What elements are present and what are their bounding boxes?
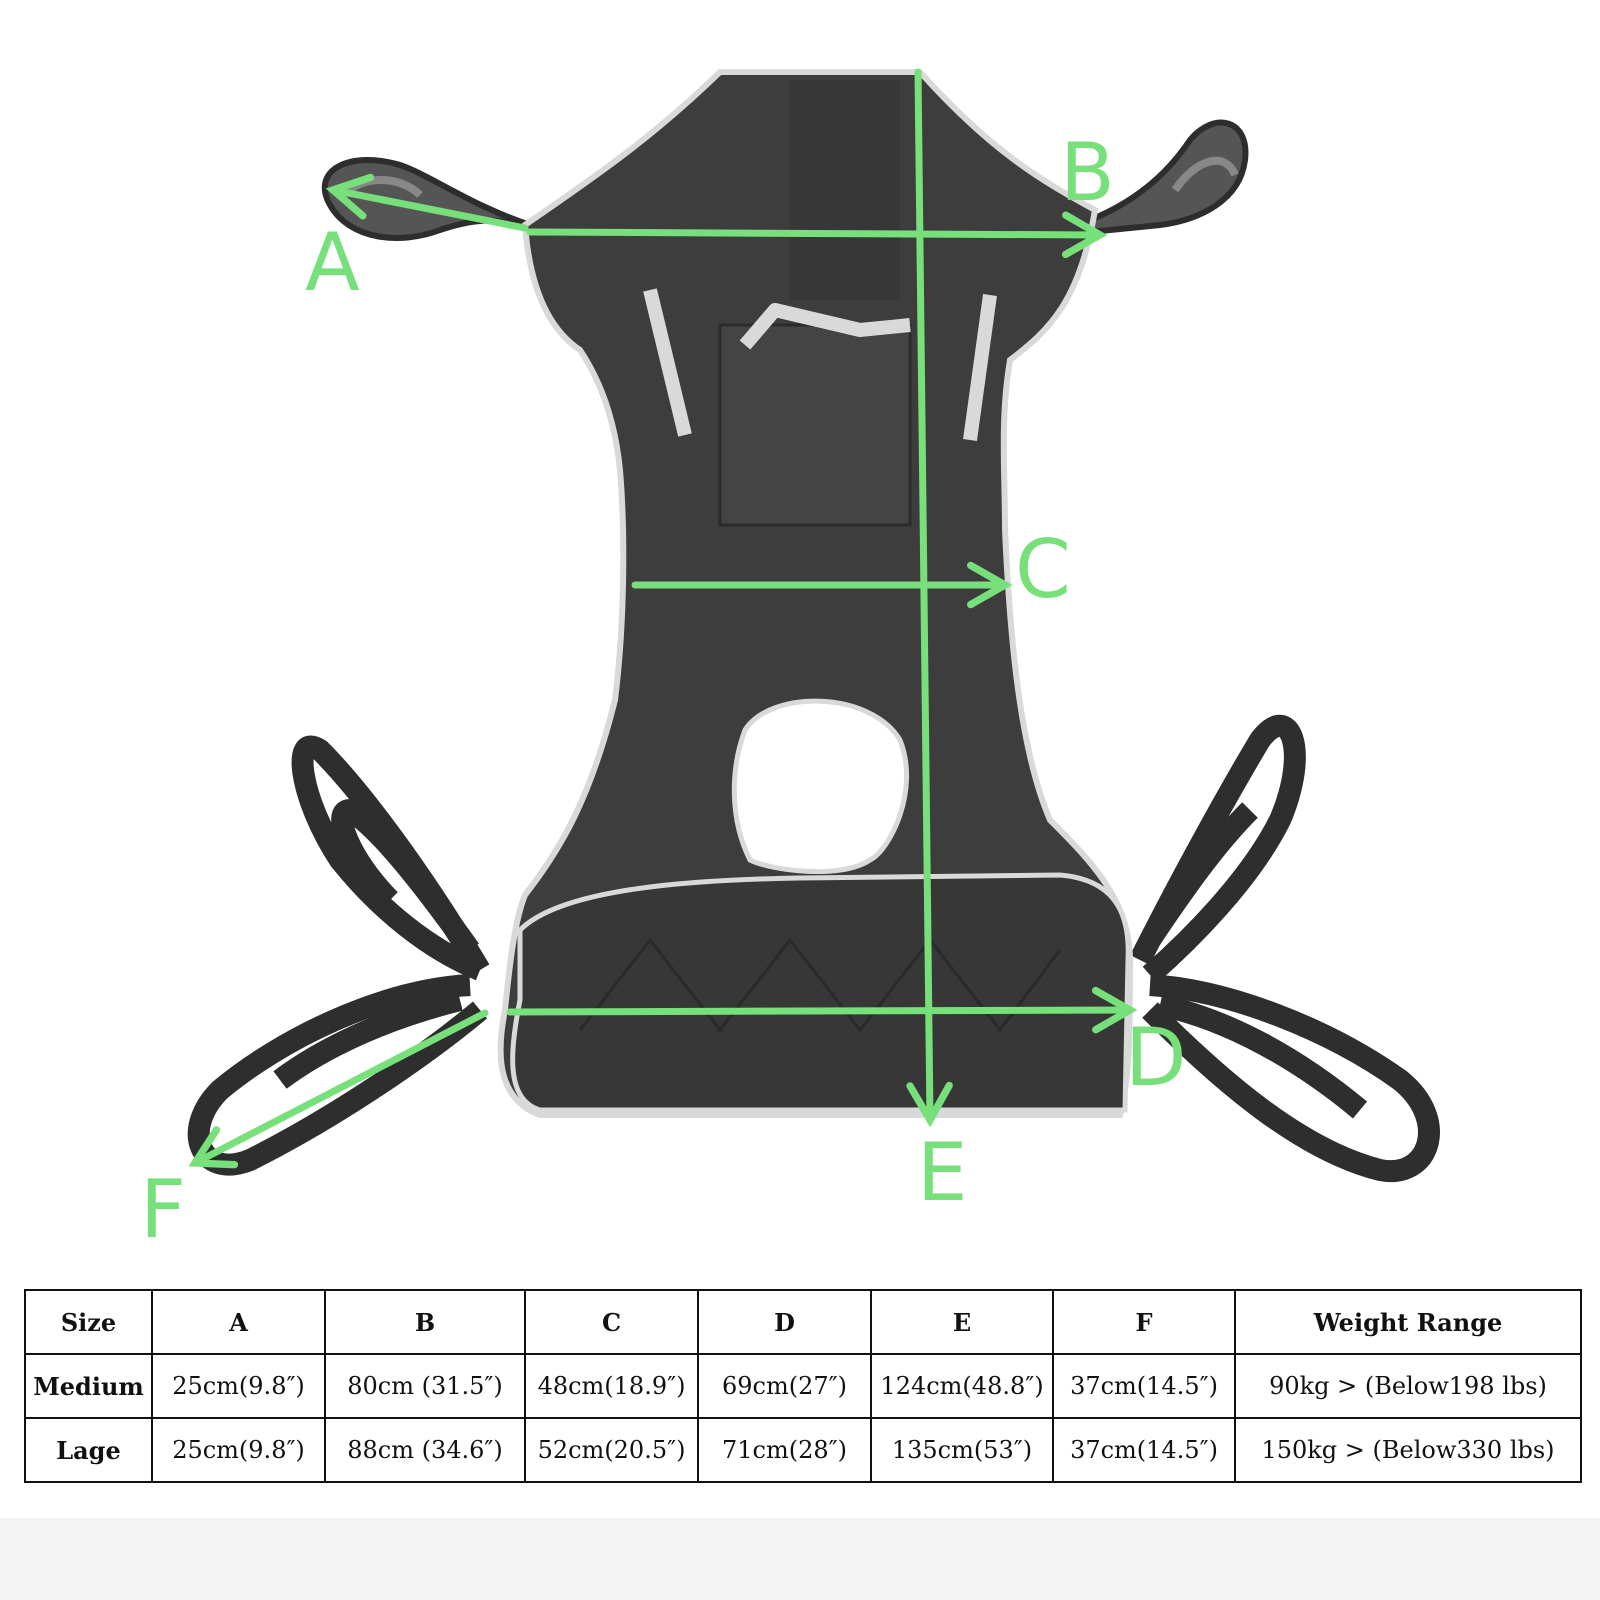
commode-opening bbox=[731, 698, 910, 875]
back-panel-stripe bbox=[790, 80, 900, 300]
header-size: Size bbox=[24, 1289, 153, 1355]
measure-line-a bbox=[325, 173, 529, 232]
pocket-handle bbox=[739, 303, 911, 350]
seat-quilting bbox=[578, 937, 1062, 1033]
table-header-row: Size A B C D E F Weight Range bbox=[24, 1289, 1582, 1355]
measurement-lines bbox=[188, 68, 1138, 1169]
cell: 71cm(28″) bbox=[697, 1417, 872, 1483]
back-pocket bbox=[718, 323, 912, 527]
cell: 52cm(20.5″) bbox=[524, 1417, 699, 1483]
size-table: Size A B C D E F Weight Range Medium 25c… bbox=[24, 1289, 1582, 1483]
label-f: F bbox=[140, 1163, 186, 1240]
cell: 88cm (34.6″) bbox=[324, 1417, 526, 1483]
header-e: E bbox=[870, 1289, 1054, 1355]
cell: 25cm(9.8″) bbox=[151, 1417, 326, 1483]
footer-band bbox=[0, 1518, 1600, 1600]
left-side-handle bbox=[643, 288, 692, 437]
cell: 69cm(27″) bbox=[697, 1353, 872, 1419]
right-side-handle bbox=[963, 294, 997, 441]
upper-right-strap bbox=[1087, 119, 1249, 236]
label-b: B bbox=[1060, 126, 1115, 219]
header-b: B bbox=[324, 1289, 526, 1355]
table-row: Lage 25cm(9.8″) 88cm (34.6″) 52cm(20.5″)… bbox=[24, 1417, 1582, 1483]
header-f: F bbox=[1052, 1289, 1236, 1355]
header-d: D bbox=[697, 1289, 872, 1355]
seat-panel bbox=[510, 872, 1131, 1113]
measure-line-f bbox=[188, 1009, 489, 1169]
cell: 90kg > (Below198 lbs) bbox=[1234, 1353, 1582, 1419]
measure-line-b bbox=[526, 211, 1108, 259]
header-weight-range: Weight Range bbox=[1234, 1289, 1582, 1355]
lower-right-leg-straps bbox=[1130, 714, 1440, 1183]
table-row: Medium 25cm(9.8″) 80cm (31.5″) 48cm(18.9… bbox=[24, 1353, 1582, 1419]
cell: 48cm(18.9″) bbox=[524, 1353, 699, 1419]
cell: 25cm(9.8″) bbox=[151, 1353, 326, 1419]
header-a: A bbox=[151, 1289, 326, 1355]
row-size-medium: Medium bbox=[24, 1353, 153, 1419]
label-e: E bbox=[917, 1126, 968, 1219]
label-d: D bbox=[1125, 1011, 1187, 1104]
cell: 124cm(48.8″) bbox=[870, 1353, 1054, 1419]
sling-diagram: A B C D E F bbox=[140, 68, 1440, 1240]
label-c: C bbox=[1015, 523, 1071, 616]
cell: 135cm(53″) bbox=[870, 1417, 1054, 1483]
cell: 150kg > (Below330 lbs) bbox=[1234, 1417, 1582, 1483]
measure-line-d bbox=[506, 986, 1138, 1034]
cell: 37cm(14.5″) bbox=[1052, 1417, 1236, 1483]
cell: 37cm(14.5″) bbox=[1052, 1353, 1236, 1419]
row-size-lage: Lage bbox=[24, 1417, 153, 1483]
cell: 80cm (31.5″) bbox=[324, 1353, 526, 1419]
label-a: A bbox=[305, 216, 360, 309]
header-c: C bbox=[524, 1289, 699, 1355]
lower-left-leg-straps bbox=[187, 735, 490, 1176]
measure-line-e bbox=[906, 68, 953, 1128]
